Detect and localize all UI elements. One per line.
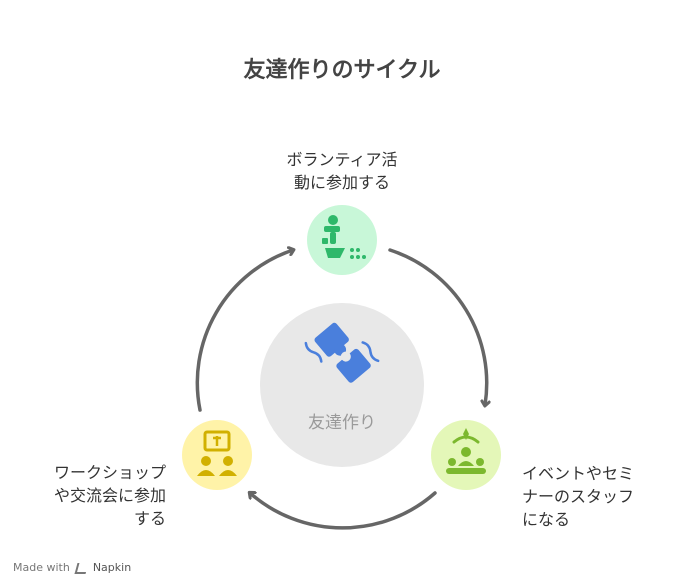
page-title: 友達作りのサイクル [243,58,441,83]
arrow-volunteer-to-staff [388,248,487,405]
center-label: 友達作り [308,413,376,433]
node-workshop-label: ワークショップ や交流会に参加 する [53,463,166,528]
made-with-text: Made with [13,561,70,574]
node-staff-label: イベントやセミ ナーのスタッフ になる [522,464,635,529]
volunteer-icon [322,215,366,259]
node-volunteer-circle [307,205,377,275]
presentation-icon [197,430,237,476]
napkin-logo-icon [74,562,89,574]
node-volunteer-label: ボランティア活 動に参加する [286,150,398,192]
puzzle-icon [304,322,380,383]
team-leader-icon [446,428,486,474]
center-circle [260,303,424,467]
arrow-staff-to-workshop [250,493,437,530]
arrow-workshop-to-volunteer [195,250,293,412]
footer-credit: Made with Napkin [13,561,131,574]
napkin-brand: Napkin [92,561,132,574]
node-workshop-circle [182,420,252,490]
